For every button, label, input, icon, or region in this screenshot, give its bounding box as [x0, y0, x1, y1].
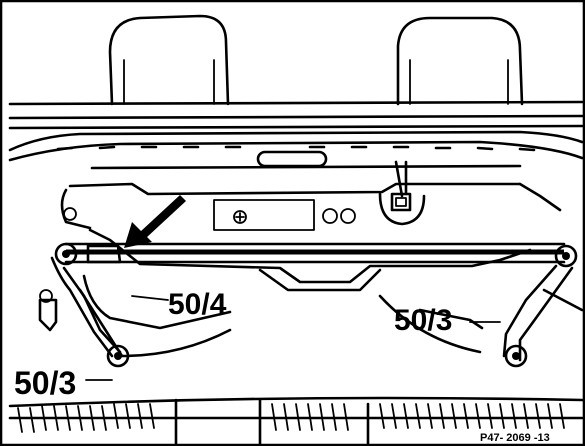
right-support-arm	[502, 264, 584, 368]
floor-carpet	[8, 396, 584, 446]
carpet-ribs	[17, 403, 565, 433]
arrow-icon	[124, 195, 186, 248]
lower-trim	[78, 228, 532, 358]
headrest-left	[108, 14, 230, 106]
rear-seat-backrest	[8, 100, 584, 168]
leader-lines	[85, 295, 501, 381]
figure-code: P47- 2069 -13	[480, 432, 550, 444]
callout-right-arm: 50/3	[394, 304, 452, 337]
backrest-stitch	[56, 145, 536, 152]
left-support-arm	[38, 256, 130, 368]
callout-tie-rod: 50/4	[168, 288, 227, 321]
headrest-right	[396, 16, 524, 106]
right-pivot	[554, 244, 578, 268]
trunk-panel	[60, 160, 562, 231]
pivot-bolt-icon	[390, 192, 412, 212]
callout-left-arm: 50/3	[14, 365, 76, 401]
tie-rod	[54, 242, 578, 268]
left-pivot	[54, 242, 78, 266]
